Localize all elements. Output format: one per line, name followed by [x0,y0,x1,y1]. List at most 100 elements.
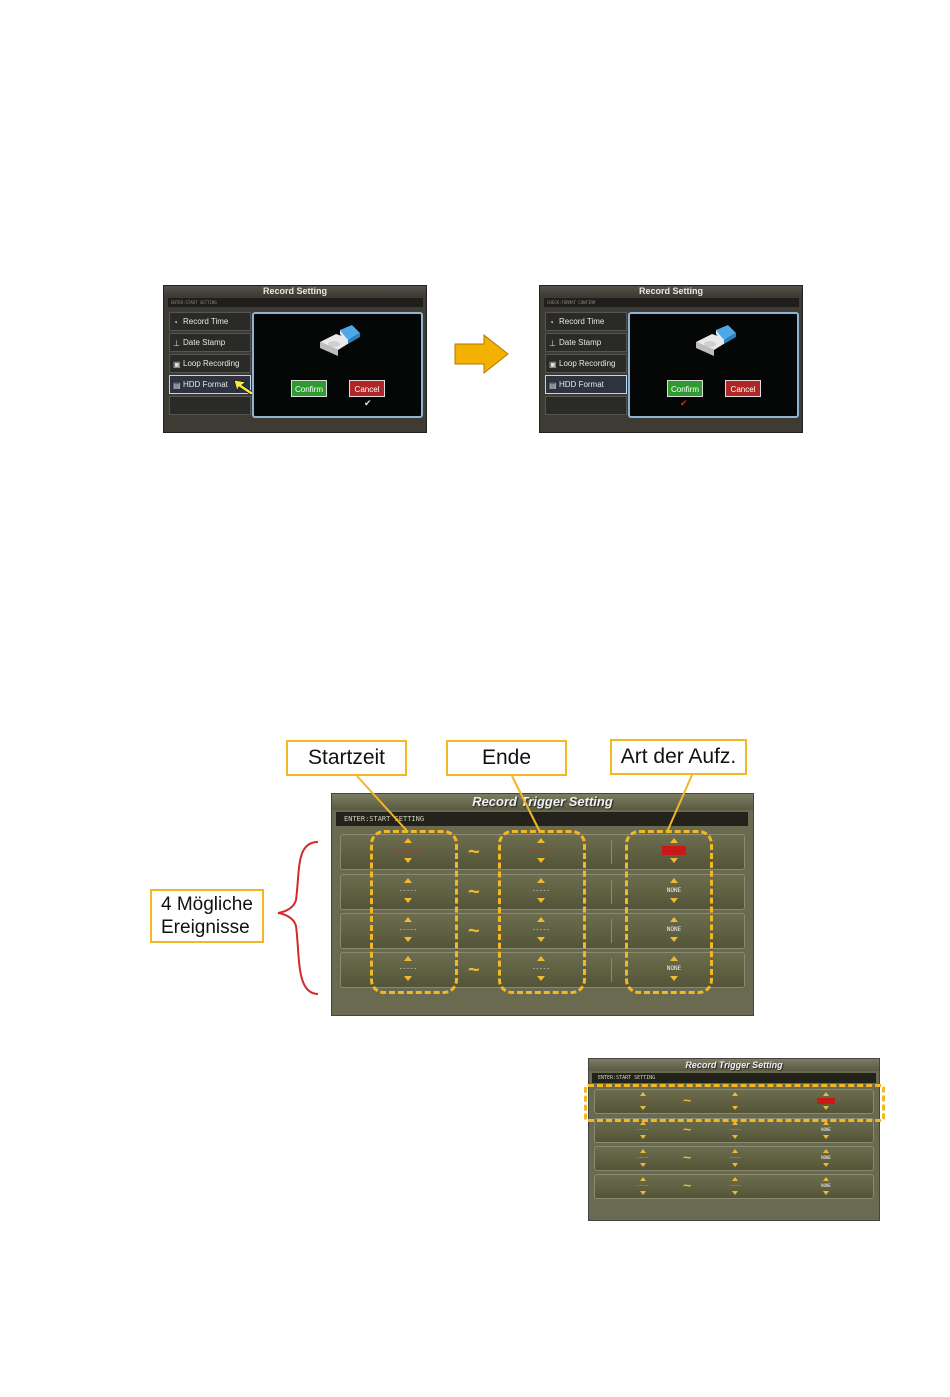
events-callout-line2: Ereignisse [161,917,250,938]
start-time-spinner[interactable]: ----- [631,1092,655,1110]
arrow-up-icon[interactable] [404,838,412,843]
record-mode-spinner[interactable]: NONE [816,1177,836,1195]
arrow-down-icon[interactable] [537,976,545,981]
record-mode-spinner[interactable]: NONE [816,1121,836,1139]
arrow-down-icon[interactable] [404,858,412,863]
panel-subtitle: CHECK:FORMAT CONFIRM [544,298,799,307]
arrow-up-icon[interactable] [823,1177,829,1181]
arrow-up-icon[interactable] [404,878,412,883]
arrow-up-icon[interactable] [537,956,545,961]
start-time-spinner[interactable]: ----- [631,1177,655,1195]
arrow-up-icon[interactable] [732,1177,738,1181]
arrow-up-icon[interactable] [670,838,678,843]
start-time-spinner[interactable]: ----- [392,878,424,903]
record-mode-spinner[interactable]: NONE [660,956,688,981]
record-mode-value: NONE [817,1098,835,1104]
start-time-spinner[interactable]: ----- [631,1149,655,1167]
arrow-down-icon[interactable] [823,1191,829,1195]
arrow-down-icon[interactable] [404,937,412,942]
arrow-down-icon[interactable] [670,976,678,981]
menu-item-hdd-format[interactable]: ▤HDD Format [169,375,251,394]
arrow-down-icon[interactable] [732,1106,738,1110]
cancel-button[interactable]: Cancel [349,380,385,397]
arrow-down-icon[interactable] [732,1135,738,1139]
arrow-up-icon[interactable] [670,917,678,922]
arrow-up-icon[interactable] [823,1149,829,1153]
end-time-spinner[interactable]: ----- [723,1092,747,1110]
arrow-up-icon[interactable] [640,1149,646,1153]
end-time-spinner[interactable]: ----- [525,838,557,863]
arrow-down-icon[interactable] [732,1163,738,1167]
record-mode-spinner[interactable]: NONE [660,838,688,863]
start-time-spinner[interactable]: ----- [392,956,424,981]
start-time-spinner[interactable]: ----- [392,917,424,942]
range-tilde: ~ [468,881,480,903]
end-time-spinner[interactable]: ----- [723,1149,747,1167]
arrow-down-icon[interactable] [404,898,412,903]
arrow-down-icon[interactable] [732,1191,738,1195]
arrow-up-icon[interactable] [670,878,678,883]
arrow-down-icon[interactable] [670,937,678,942]
arrow-up-icon[interactable] [404,956,412,961]
cancel-button[interactable]: Cancel [725,380,761,397]
range-tilde: ~ [683,1177,692,1193]
menu-item-loop-recording[interactable]: ▣Loop Recording [545,354,627,373]
arrow-down-icon[interactable] [537,898,545,903]
range-tilde: ~ [468,920,480,942]
arrow-down-icon[interactable] [640,1106,646,1110]
end-time-value: ----- [528,846,554,855]
menu-item-date-stamp[interactable]: ⊥Date Stamp [545,333,627,352]
record-mode-spinner[interactable]: NONE [816,1092,836,1110]
arrow-down-icon[interactable] [640,1191,646,1195]
arrow-down-icon[interactable] [670,858,678,863]
end-time-spinner[interactable]: ----- [525,878,557,903]
menu-item-loop-recording[interactable]: ▣Loop Recording [169,354,251,373]
arrow-up-icon[interactable] [640,1092,646,1096]
arrow-down-icon[interactable] [823,1163,829,1167]
range-tilde: ~ [683,1121,692,1137]
arrow-up-icon[interactable] [823,1121,829,1125]
arrow-down-icon[interactable] [404,976,412,981]
menu-item-record-time[interactable]: ◔Record Time [545,312,627,331]
end-time-spinner[interactable]: ----- [525,917,557,942]
range-tilde: ~ [683,1149,692,1165]
arrow-up-icon[interactable] [732,1149,738,1153]
arrow-down-icon[interactable] [640,1135,646,1139]
end-time-value: ----- [728,1127,742,1132]
record-mode-spinner[interactable]: NONE [816,1149,836,1167]
events-callout: 4 Mögliche Ereignisse [150,889,264,943]
arrow-up-icon[interactable] [537,838,545,843]
arrow-up-icon[interactable] [640,1177,646,1181]
arrow-up-icon[interactable] [640,1121,646,1125]
end-time-callout: Ende [446,740,567,776]
menu-item-label: HDD Format [559,380,604,389]
arrow-up-icon[interactable] [404,917,412,922]
end-time-spinner[interactable]: ----- [723,1121,747,1139]
end-time-spinner[interactable]: ----- [723,1177,747,1195]
arrow-down-icon[interactable] [823,1135,829,1139]
menu-item-date-stamp[interactable]: ⊥Date Stamp [169,333,251,352]
arrow-down-icon[interactable] [823,1106,829,1110]
confirm-button[interactable]: Confirm [291,380,327,397]
arrow-up-icon[interactable] [732,1121,738,1125]
record-mode-spinner[interactable]: NONE [660,917,688,942]
arrow-down-icon[interactable] [537,858,545,863]
arrow-down-icon[interactable] [640,1163,646,1167]
menu-item-record-time[interactable]: ◔Record Time [169,312,251,331]
record-mode-spinner[interactable]: NONE [660,878,688,903]
confirm-button[interactable]: Confirm [667,380,703,397]
arrow-up-icon[interactable] [732,1092,738,1096]
end-column-highlight [498,830,586,994]
start-time-spinner[interactable]: ----- [631,1121,655,1139]
arrow-up-icon[interactable] [823,1092,829,1096]
arrow-down-icon[interactable] [670,898,678,903]
end-time-spinner[interactable]: ----- [525,956,557,981]
arrow-up-icon[interactable] [537,917,545,922]
start-time-spinner[interactable]: ----- [392,838,424,863]
clock-icon: ◔ [549,318,554,327]
arrow-down-icon[interactable] [537,937,545,942]
arrow-up-icon[interactable] [670,956,678,961]
column-divider [611,840,612,864]
menu-item-hdd-format[interactable]: ▤HDD Format [545,375,627,394]
arrow-up-icon[interactable] [537,878,545,883]
